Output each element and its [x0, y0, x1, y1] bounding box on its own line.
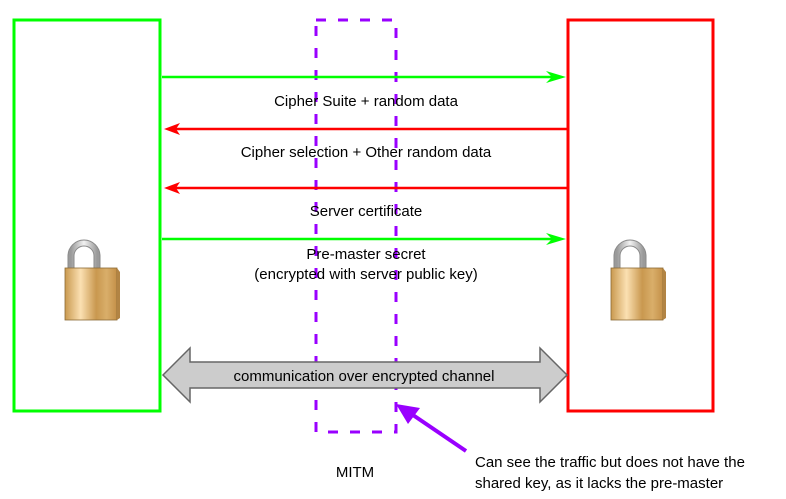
message-arrow-client-hello [162, 71, 566, 83]
message-arrow-server-hello [164, 123, 568, 135]
message-label-pre-master-line1: Pre-master secret [306, 246, 426, 263]
client-box [12, 18, 162, 413]
mitm-label: MITM [336, 464, 374, 481]
mitm-box [314, 18, 398, 434]
padlock-icon [64, 239, 120, 321]
encrypted-channel-label: communication over encrypted channel [234, 368, 495, 385]
message-arrow-server-certificate [164, 182, 568, 194]
message-label-client-hello: Cipher Suite + random data [274, 93, 459, 110]
encrypted-channel-arrow [161, 346, 569, 404]
padlock-icon [610, 239, 666, 321]
message-label-server-certificate: Server certificate [310, 203, 423, 220]
message-label-server-hello: Cipher selection + Other random data [241, 144, 492, 161]
annotation-line2: shared key, as it lacks the pre-master [475, 475, 723, 492]
message-label-pre-master-line2: (encrypted with server public key) [254, 266, 477, 283]
server-box [566, 18, 715, 413]
annotation-line1: Can see the traffic but does not have th… [475, 454, 745, 471]
message-arrow-pre-master-secret [162, 233, 566, 245]
annotation-pointer-arrow [396, 404, 468, 453]
